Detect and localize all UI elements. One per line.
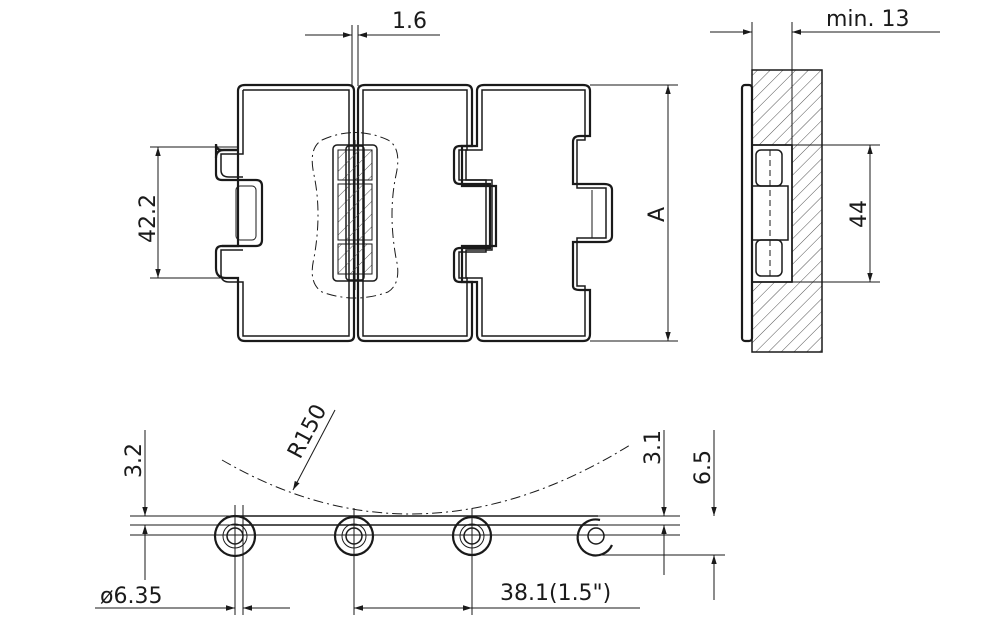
dim-radius: R150	[283, 401, 336, 491]
label-pin-diameter: ø6.35	[100, 584, 162, 609]
side-view	[740, 69, 823, 353]
bend-radius-arc	[221, 444, 631, 515]
label-clearance: 1.6	[392, 9, 427, 34]
dim-total-height: 6.5	[598, 430, 725, 600]
label-thickness-top-right: 3.1	[641, 430, 666, 465]
label-total-height: 6.5	[691, 450, 716, 485]
label-thickness-top: 3.2	[122, 443, 147, 478]
top-view	[214, 83, 614, 343]
plate-right	[460, 83, 614, 343]
sprocket-outline	[311, 132, 399, 299]
dim-pitch: 38.1(1.5")	[354, 581, 640, 611]
label-pin-span: 42.2	[136, 194, 161, 243]
pin-4	[576, 518, 613, 557]
dim-clearance: 1.6	[305, 9, 440, 86]
dim-slot: 44	[792, 144, 880, 283]
dim-thickness-top-right: 3.1	[641, 430, 667, 575]
dim-thickness-top: 3.2	[122, 430, 148, 580]
dim-pin-diameter: ø6.35	[95, 584, 290, 611]
label-slot: 44	[847, 200, 872, 228]
track-section	[751, 69, 823, 353]
dim-min-depth: min. 13	[710, 7, 940, 145]
label-min-depth: min. 13	[826, 7, 909, 32]
dim-pin-span: 42.2	[136, 146, 238, 279]
label-radius: R150	[283, 401, 332, 463]
label-pitch: 38.1(1.5")	[500, 581, 611, 606]
plate-middle	[356, 83, 492, 343]
dim-width-a: A	[590, 84, 678, 342]
hinge-knuckles	[332, 140, 378, 290]
chain-side-view	[130, 444, 680, 615]
label-width: A	[645, 207, 670, 222]
